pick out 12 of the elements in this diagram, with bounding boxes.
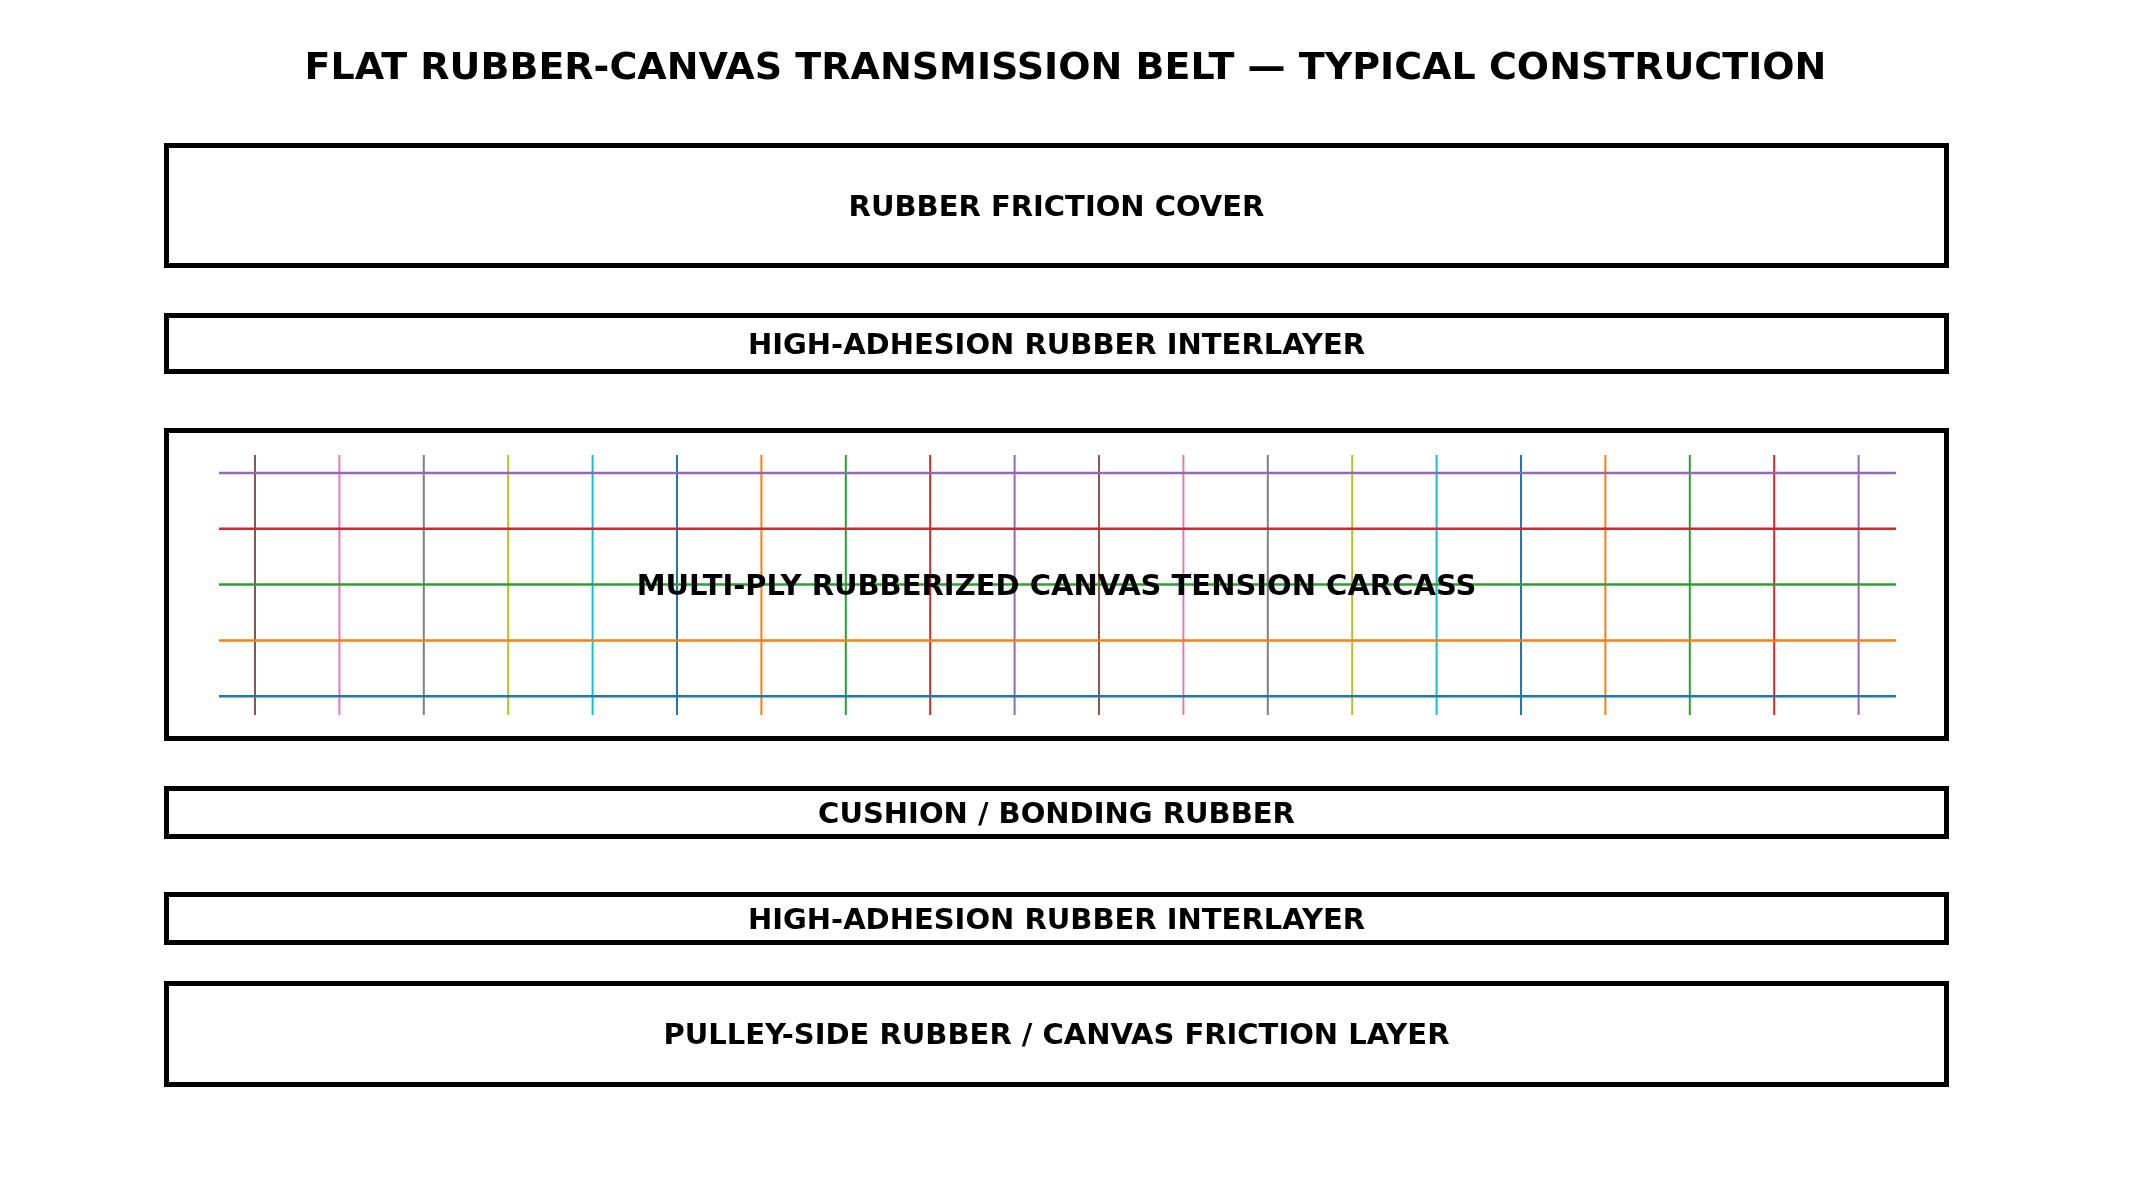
layer-box: [164, 786, 1949, 839]
layer-box: [164, 981, 1949, 1087]
layer-box: [164, 892, 1949, 945]
layer-box: [164, 313, 1949, 374]
layer-label: PULLEY-SIDE RUBBER / CANVAS FRICTION LAYER: [663, 1017, 1450, 1051]
layer-label: RUBBER FRICTION COVER: [848, 188, 1265, 223]
layer-box: [164, 428, 1949, 741]
layer-label: HIGH-ADHESION RUBBER INTERLAYER: [747, 326, 1366, 361]
diagram-title: FLAT RUBBER-CANVAS TRANSMISSION BELT — TYPICAL CONSTRUCTION: [304, 44, 1827, 88]
layer-label: CUSHION / BONDING RUBBER: [818, 795, 1295, 830]
layer-box: [164, 143, 1949, 268]
layer-label: HIGH-ADHESION RUBBER INTERLAYER: [747, 901, 1366, 936]
